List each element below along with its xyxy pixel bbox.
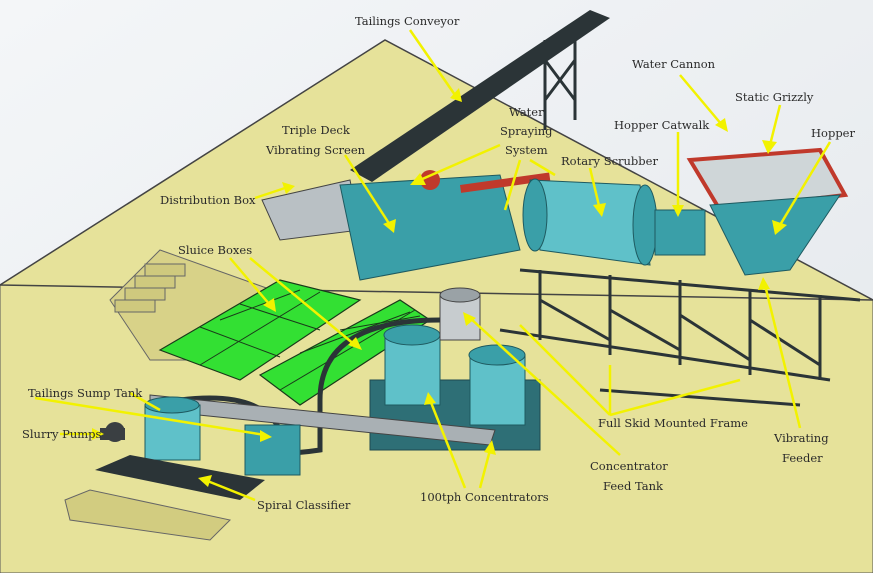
label-vibrating-feeder-2: Feeder: [782, 451, 823, 465]
label-water-spraying-system-3: System: [505, 143, 548, 157]
label-vibrating-feeder: Vibrating: [773, 431, 829, 445]
label-water-cannon: Water Cannon: [632, 57, 716, 71]
label-triple-deck-vibrating-screen: Triple Deck: [282, 123, 351, 137]
label-spiral-classifier: Spiral Classifier: [257, 498, 351, 512]
label-full-skid-mounted-frame: Full Skid Mounted Frame: [598, 416, 748, 430]
concentrator-feed-tank: [439, 287, 481, 341]
label-static-grizzly: Static Grizzly: [735, 90, 814, 104]
label-rotary-scrubber: Rotary Scrubber: [561, 154, 658, 168]
pit: [64, 489, 232, 541]
label-hopper: Hopper: [811, 126, 855, 140]
label-tailings-sump-tank: Tailings Sump Tank: [28, 386, 143, 400]
slurry-pumps: [100, 422, 125, 442]
skid-frame: [499, 268, 861, 407]
label-tailings-conveyor: Tailings Conveyor: [355, 14, 460, 28]
concentrators: [369, 324, 541, 451]
callout-arrows: [34, 29, 832, 502]
spiral-classifier: [95, 455, 265, 500]
triple-deck-vibrating-screen: [339, 174, 521, 281]
label-triple-deck-vibrating-screen-2: Vibrating Screen: [265, 143, 366, 157]
label-concentrator-feed-tank: Concentrator: [590, 459, 668, 473]
label-water-spraying-system: Water: [509, 105, 544, 119]
label-100tph-concentrators: 100tph Concentrators: [420, 490, 549, 504]
label-hopper-catwalk: Hopper Catwalk: [614, 118, 710, 132]
label-concentrator-feed-tank-2: Feed Tank: [603, 479, 664, 493]
label-slurry-pumps: Slurry Pumps: [22, 427, 102, 441]
label-water-spraying-system-2: Spraying: [500, 124, 553, 138]
label-sluice-boxes: Sluice Boxes: [178, 243, 252, 257]
rotary-scrubber: [522, 178, 658, 266]
label-distribution-box: Distribution Box: [160, 193, 256, 207]
callout-labels: Tailings Conveyor Water Spraying System …: [22, 14, 855, 512]
